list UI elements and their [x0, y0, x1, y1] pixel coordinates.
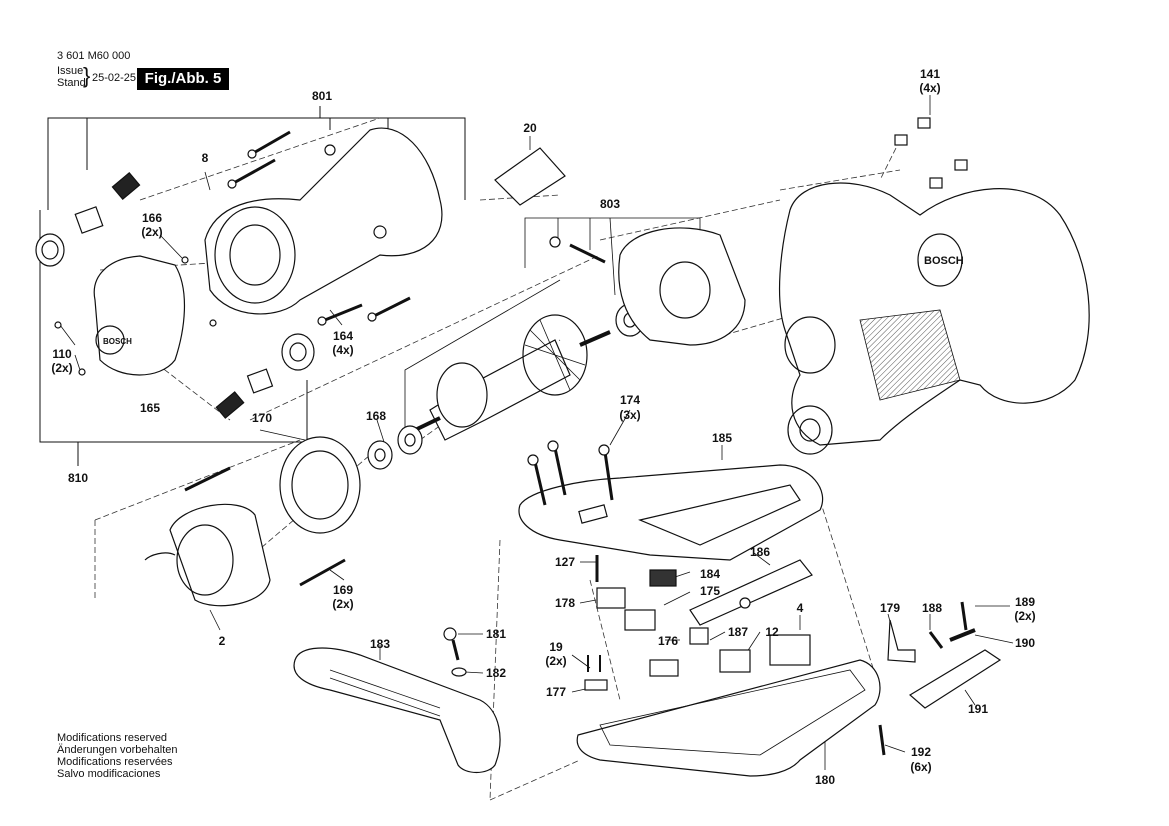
switch-and-terminals [584, 555, 811, 691]
long-screws [184, 466, 346, 587]
callout-110: 110 [52, 347, 72, 361]
motor-housing [204, 127, 443, 315]
callout-188: 188 [922, 601, 942, 615]
callout-174-qty: (3x) [619, 408, 640, 422]
callout-labels: 801 20 141 (4x) 8 803 166 (2x) 110 (2x) … [51, 67, 1035, 787]
fan-cover: BOSCH [54, 255, 217, 376]
callout-169: 169 [333, 583, 353, 597]
figure-label: Fig./Abb. 5 [137, 68, 229, 90]
gear-housing-blade-guard: BOSCH [778, 182, 1090, 455]
callout-192: 192 [911, 745, 931, 759]
callout-190: 190 [1015, 636, 1035, 650]
assembly-bracket-801 [47, 106, 466, 210]
retaining-ring [279, 436, 361, 534]
note-line: Modifications reserved [57, 732, 168, 744]
part-number: 3 601 M60 000 [57, 50, 131, 62]
callout-175: 175 [700, 584, 720, 598]
bearing-shield [549, 227, 746, 346]
assembly-bracket-810 [39, 210, 308, 466]
callout-192-qty: (6x) [910, 760, 931, 774]
grip-screw [443, 627, 467, 677]
callout-127: 127 [555, 555, 575, 569]
callout-810: 810 [68, 471, 88, 485]
issue-date: 25-02-25 [92, 72, 137, 84]
callout-184: 184 [700, 567, 720, 581]
callout-177: 177 [546, 685, 566, 699]
callout-803: 803 [600, 197, 620, 211]
stand-label: Stand [57, 77, 86, 89]
callout-179: 179 [880, 601, 900, 615]
callout-166-qty: (2x) [141, 225, 162, 239]
callout-4: 4 [797, 601, 804, 615]
brand-label: BOSCH [103, 337, 132, 346]
grip-cover [293, 647, 501, 774]
callout-19-qty: (2x) [545, 654, 566, 668]
callout-186: 186 [750, 545, 770, 559]
callout-168: 168 [366, 409, 386, 423]
switch-slider [689, 559, 813, 626]
callout-183: 183 [370, 637, 390, 651]
lock-mechanism [878, 601, 1002, 756]
callout-12: 12 [765, 625, 779, 639]
callout-174: 174 [620, 393, 640, 407]
callout-189: 189 [1015, 595, 1035, 609]
callout-8: 8 [202, 151, 209, 165]
callout-178: 178 [555, 596, 575, 610]
housing-screws [227, 130, 411, 326]
armature-rotor [414, 314, 611, 441]
note-line: Salvo modificaciones [57, 768, 161, 780]
callout-185: 185 [712, 431, 732, 445]
callout-110-qty: (2x) [51, 361, 72, 375]
callout-176: 176 [658, 634, 678, 648]
carbon-brush-holder [35, 171, 315, 419]
stator-field [144, 503, 271, 607]
label-plate [494, 147, 566, 206]
callout-170: 170 [252, 411, 272, 425]
callout-2: 2 [219, 634, 226, 648]
callout-19: 19 [549, 640, 563, 654]
callout-191: 191 [968, 702, 988, 716]
gear-housing-screws [894, 117, 968, 189]
handle-top-shell [518, 464, 824, 561]
handle-base-housing [576, 659, 881, 777]
note-line: Modifications reservées [57, 756, 173, 768]
callout-187: 187 [728, 625, 748, 639]
callout-141-qty: (4x) [919, 81, 940, 95]
callout-20: 20 [523, 121, 537, 135]
callout-169-qty: (2x) [332, 597, 353, 611]
brand-label: BOSCH [924, 255, 964, 267]
callout-164: 164 [333, 329, 353, 343]
callout-165: 165 [140, 401, 160, 415]
note-line: Änderungen vorbehalten [57, 744, 178, 756]
handle-screws [527, 440, 614, 506]
callout-181: 181 [486, 627, 506, 641]
callout-189-qty: (2x) [1014, 609, 1035, 623]
callout-801: 801 [312, 89, 332, 103]
callout-164-qty: (4x) [332, 343, 353, 357]
callout-182: 182 [486, 666, 506, 680]
issue-brace: } [83, 63, 91, 88]
issue-label: Issue [57, 65, 84, 77]
callout-141: 141 [920, 67, 940, 81]
callout-166: 166 [142, 211, 162, 225]
callout-180: 180 [815, 773, 835, 787]
